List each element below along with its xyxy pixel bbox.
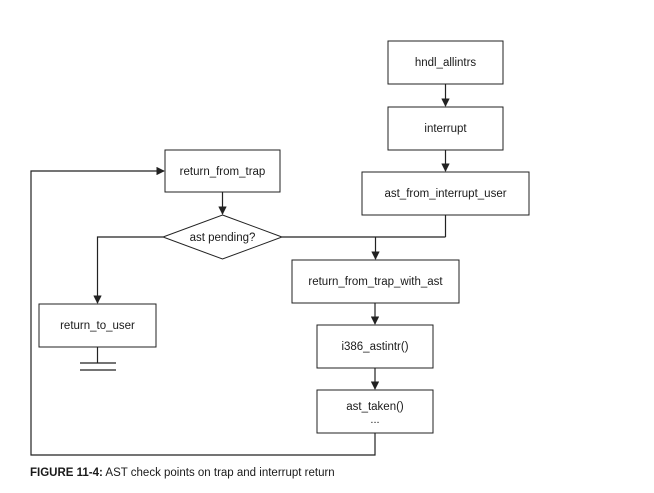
node-interrupt-label: interrupt: [424, 123, 467, 135]
node-return-to-user-label: return_to_user: [60, 320, 135, 332]
figure-caption: FIGURE 11-4: AST check points on trap an…: [30, 467, 335, 479]
node-ast-from-interrupt-user: ast_from_interrupt_user: [361, 171, 530, 216]
arrow-decision-no-to-return-to-user: [93, 236, 163, 304]
node-interrupt: interrupt: [387, 106, 504, 151]
node-ast-pending-decision: ast pending?: [161, 214, 284, 260]
node-ast-taken-ellipsis: ...: [370, 414, 379, 426]
figure-caption-text: AST check points on trap and interrupt r…: [105, 467, 335, 479]
node-return-from-trap: return_from_trap: [164, 149, 281, 193]
node-return-from-trap-with-ast-label: return_from_trap_with_ast: [308, 276, 443, 288]
node-ast-taken: ast_taken() ...: [316, 389, 434, 434]
node-i386-astintr: i386_astintr(): [316, 324, 434, 369]
node-hndl-allintrs-label: hndl_allintrs: [415, 57, 477, 69]
arrow-ast-taken-loop-to-return-from-trap: [30, 166, 376, 456]
node-return-from-trap-label: return_from_trap: [180, 166, 266, 178]
node-return-from-trap-with-ast: return_from_trap_with_ast: [291, 259, 460, 304]
ground-symbol: [80, 347, 116, 371]
node-ast-pending-label: ast pending?: [190, 232, 256, 244]
node-hndl-allintrs: hndl_allintrs: [387, 40, 504, 85]
figure-caption-label: FIGURE 11-4:: [30, 467, 103, 479]
node-i386-astintr-label: i386_astintr(): [341, 341, 408, 353]
node-ast-from-interrupt-user-label: ast_from_interrupt_user: [384, 188, 506, 200]
node-return-to-user: return_to_user: [38, 303, 157, 348]
node-ast-taken-label: ast_taken(): [346, 401, 404, 413]
